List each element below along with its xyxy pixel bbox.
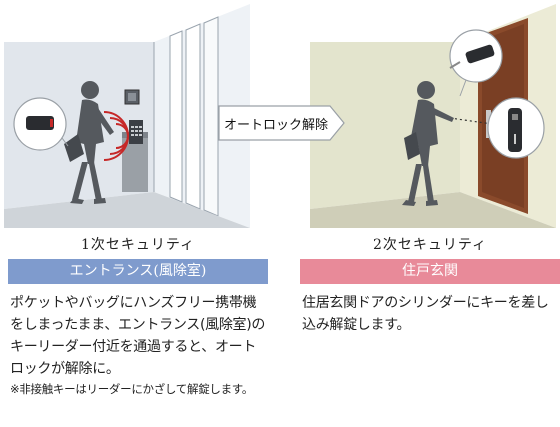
secondary-security-title: 2次セキュリティ [372,237,488,253]
contactless-key-note: ※非接触キーはリーダーにかざして解錠します。 [10,382,254,396]
auto-lock-release-label: オートロック解除 [223,117,328,133]
secondary-security-section: 2次セキュリティ 住戸玄関 住居玄関ドアのシリンダーにキーを差し込み解錠します。 [300,234,560,336]
door-illustration [310,4,556,228]
primary-security-title: 1次セキュリティ [80,237,196,253]
door-scene [310,4,556,228]
arrow-right-icon [218,105,345,141]
entrance-scene [4,4,250,228]
entrance-description: ポケットやバッグにハンズフリー携帯機をしまったまま、エントランス(風除室)のキー… [10,295,266,377]
entrance-illustration [4,4,250,228]
unit-door-description: 住居玄関ドアのシリンダーにキーを差し込み解錠します。 [302,295,549,333]
unit-entrance-place-bar: 住戸玄関 [300,259,560,284]
entrance-place-bar: エントランス(風除室) [8,259,268,284]
primary-security-section: 1次セキュリティ エントランス(風除室) ポケットやバッグにハンズフリー携帯機を… [8,234,268,398]
